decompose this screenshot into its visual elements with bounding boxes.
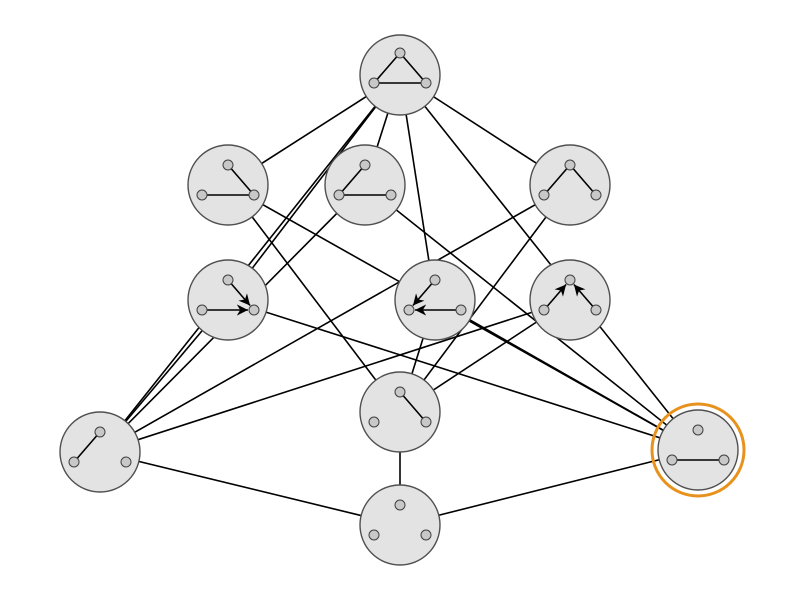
inner-vertex-0	[692, 424, 704, 436]
inner-edge	[341, 168, 363, 192]
inner-vertex-1	[538, 304, 550, 316]
inner-vertex-0	[394, 386, 406, 398]
inner-vertex-1	[403, 304, 415, 316]
inner-vertex-2	[385, 189, 397, 201]
edge-n5-n10	[434, 299, 699, 451]
graph-node-n6[interactable]	[529, 259, 611, 341]
node-disc	[359, 34, 441, 116]
inner-vertex-2	[248, 189, 260, 201]
inner-vertex-2	[455, 304, 467, 316]
inner-arrow	[230, 283, 251, 306]
inner-vertex-1	[368, 529, 380, 541]
inner-vertex-0	[564, 274, 576, 286]
inner-vertex-2	[248, 304, 260, 316]
inner-edge	[402, 395, 424, 419]
inner-arrow	[412, 283, 433, 306]
edge-n6-n8	[99, 299, 571, 453]
inner-edge	[572, 168, 594, 192]
inner-vertex-1	[368, 416, 380, 428]
inner-vertex-2	[120, 456, 132, 468]
edge-n2-n10	[364, 184, 699, 451]
node-disc	[359, 484, 441, 566]
graph-node-n5[interactable]	[394, 259, 476, 341]
inner-edge	[230, 168, 252, 192]
inner-edge	[546, 168, 568, 192]
node-disc	[59, 411, 141, 493]
graph-node-n4[interactable]	[187, 259, 269, 341]
node-disc	[324, 144, 406, 226]
inner-vertex-2	[590, 304, 602, 316]
inner-vertex-0	[394, 47, 406, 59]
graph-node-n0[interactable]	[359, 34, 441, 116]
inner-arrow	[546, 284, 567, 307]
inner-vertex-1	[196, 304, 208, 316]
inner-vertex-1	[68, 456, 80, 468]
graph-node-n9[interactable]	[359, 484, 441, 566]
edge-n0-n10	[399, 74, 699, 451]
node-disc	[187, 144, 269, 226]
node-disc	[657, 409, 739, 491]
inner-vertex-2	[590, 189, 602, 201]
inner-vertex-1	[333, 189, 345, 201]
inner-vertex-1	[368, 77, 380, 89]
inner-vertex-1	[538, 189, 550, 201]
inner-vertex-0	[222, 159, 234, 171]
graph-node-n2[interactable]	[324, 144, 406, 226]
edge-n9-n8	[99, 451, 401, 526]
inner-vertex-2	[420, 529, 432, 541]
node-disc	[529, 259, 611, 341]
node-disc	[529, 144, 611, 226]
graph-node-n10[interactable]	[650, 402, 746, 498]
inner-edge	[76, 435, 98, 459]
inner-vertex-1	[666, 454, 678, 466]
graph-node-n1[interactable]	[187, 144, 269, 226]
inner-vertex-2	[420, 416, 432, 428]
edge-n1-n7	[227, 184, 401, 413]
edge-n3-n8	[99, 184, 571, 453]
node-disc	[359, 371, 441, 453]
node-disc	[394, 259, 476, 341]
nodes-layer	[59, 34, 746, 566]
inner-vertex-0	[222, 274, 234, 286]
highlight-ring	[650, 402, 746, 498]
inner-vertex-2	[718, 454, 730, 466]
edge-n9-n10	[399, 449, 699, 526]
inner-vertex-0	[394, 499, 406, 511]
inner-edge	[402, 56, 424, 80]
edge-n0-n4	[227, 74, 401, 301]
inner-vertex-0	[564, 159, 576, 171]
inner-vertex-0	[359, 159, 371, 171]
inner-vertex-2	[420, 77, 432, 89]
graph-node-n7[interactable]	[359, 371, 441, 453]
edge-n4-n10	[227, 299, 699, 451]
inner-vertex-1	[196, 189, 208, 201]
inner-edge	[376, 56, 398, 80]
inner-arrow	[573, 284, 594, 307]
inner-vertex-0	[94, 426, 106, 438]
edge-n3-n7	[399, 184, 571, 413]
inner-vertex-0	[429, 274, 441, 286]
edge-n0-n8	[99, 74, 401, 453]
graph-node-n3[interactable]	[529, 144, 611, 226]
node-disc	[187, 259, 269, 341]
graph-node-n8[interactable]	[59, 411, 141, 493]
